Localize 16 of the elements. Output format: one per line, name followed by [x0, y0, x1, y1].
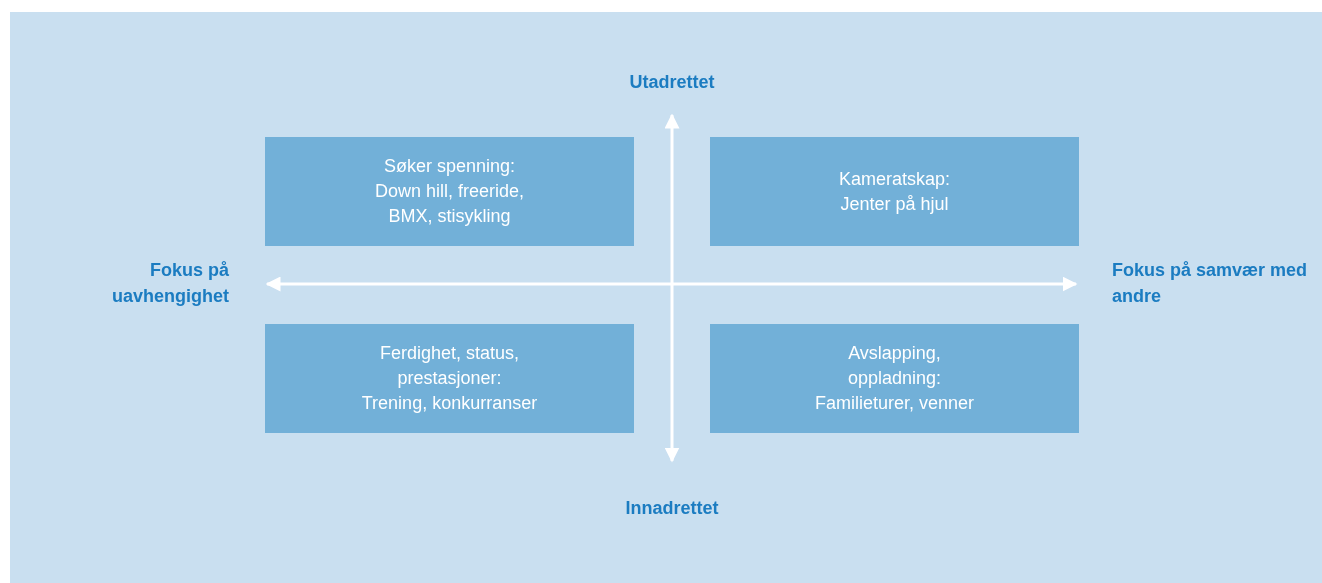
quadrant-text: Down hill, freeride, BMX, stisykling	[373, 180, 526, 228]
quadrant-heading: Søker spenning:	[383, 155, 516, 178]
quadrant-box	[710, 324, 1079, 433]
axis-label: Fokus på uavhengighet	[111, 259, 229, 308]
quadrant-heading: Kameratskap:	[838, 167, 951, 191]
quadrant-heading: Avslapping, oppladning:	[846, 342, 943, 390]
axis-label: Fokus på samvær med andre	[1112, 259, 1309, 308]
quadrant-heading: Ferdighet, status, prestasjoner:	[378, 342, 521, 390]
axis-label: Innadrettet	[624, 497, 720, 520]
quadrant-text: Trening, konkurranser	[361, 392, 538, 415]
quadrant-box	[265, 324, 634, 433]
quadrant-text: Jenter på hjul	[840, 192, 949, 216]
quadrant-box	[710, 137, 1079, 246]
quadrant-box	[265, 137, 634, 246]
axis-label: Utadrettet	[628, 71, 716, 94]
quadrant-text: Familieturer, venner	[814, 392, 975, 415]
